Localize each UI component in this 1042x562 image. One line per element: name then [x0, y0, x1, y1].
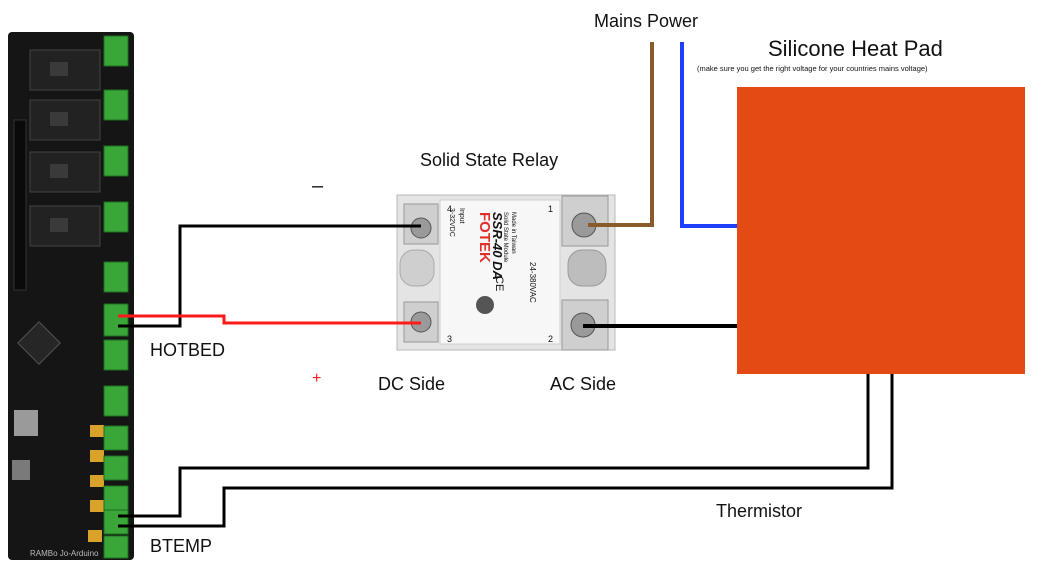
screw-terminal [103, 201, 129, 233]
screw-terminal [103, 425, 129, 451]
board-header-strip [13, 119, 27, 291]
mains-wire-blue [680, 42, 737, 228]
dc-plus-sign: + [312, 370, 321, 387]
relay-model: SSR-40 DA [490, 212, 505, 280]
driver-chip [50, 218, 68, 232]
btemp-label: BTEMP [150, 536, 212, 556]
driver-chip [50, 62, 68, 76]
screw-terminal [103, 89, 129, 121]
silicone-heat-pad [737, 87, 1025, 374]
usb-port [12, 460, 30, 480]
dc-wire-positive [118, 314, 421, 325]
screw-terminal [103, 485, 129, 511]
screw-terminal [103, 35, 129, 67]
relay-mount-slot [399, 249, 435, 287]
heat-pad-note: (make sure you get the right voltage for… [697, 64, 928, 73]
dc-minus-sign: – [312, 175, 324, 197]
relay-label-panel [439, 199, 561, 345]
stepper-drivers [29, 49, 101, 247]
relay-pin-3: 3 [447, 334, 452, 344]
relay-pin-1: 1 [548, 204, 553, 214]
relay-indicator-led [476, 296, 494, 314]
screw-terminal [103, 455, 129, 481]
screw-terminal [103, 145, 129, 177]
relay-ce-mark: CE [493, 276, 505, 291]
btemp-terminal [103, 509, 129, 535]
screw-terminal [103, 535, 129, 559]
relay-label-text: FOTEK SSR-40 DA Solid State Module Made … [448, 208, 537, 303]
driver-chip [50, 164, 68, 178]
relay-pin-4: 4 [447, 204, 452, 214]
capacitor [90, 450, 104, 462]
ac-side-label: AC Side [550, 374, 616, 394]
screw-terminal [103, 261, 129, 293]
screw-terminal [103, 385, 129, 417]
capacitor [88, 530, 102, 542]
relay-pin-2: 2 [548, 334, 553, 344]
relay-subtitle-2: Made in Taiwan [510, 212, 516, 254]
relay-input-range: 3-32VDC [448, 208, 455, 237]
sd-card-slot [14, 410, 38, 436]
solid-state-relay: 4 3 1 2 FOTEK SSR-40 DA Solid State Modu… [396, 194, 616, 351]
hotbed-label: HOTBED [150, 340, 225, 360]
relay-title: Solid State Relay [420, 150, 558, 170]
screw-icon [410, 217, 432, 239]
thermistor-label: Thermistor [716, 501, 802, 521]
stepper-driver [29, 99, 101, 141]
driver-chip [50, 112, 68, 126]
screw-terminal [103, 339, 129, 371]
relay-mount-slot [567, 249, 607, 287]
dc-side-label: DC Side [378, 374, 445, 394]
dc-wire-negative [118, 224, 421, 328]
capacitors [88, 425, 104, 542]
controller-board: RAMBo Jo-Arduino [8, 32, 134, 560]
capacitor [90, 425, 104, 437]
screw-terminals [103, 35, 129, 559]
relay-brand: FOTEK [476, 212, 493, 263]
mains-power-label: Mains Power [594, 11, 698, 31]
board-silkscreen: RAMBo Jo-Arduino [30, 549, 99, 558]
heat-pad-title: Silicone Heat Pad [768, 36, 943, 61]
mains-wire-brown [588, 42, 654, 227]
thermistor-wire [118, 374, 894, 528]
microcontroller-chip [17, 321, 61, 365]
hotbed-terminal [103, 303, 129, 337]
relay-output-range: 24-380VAC [528, 262, 537, 303]
relay-subtitle-1: Solid State Module [502, 212, 508, 263]
capacitor [90, 475, 104, 487]
thermistor-wire [118, 374, 870, 518]
relay-input-tag: Input [458, 208, 465, 224]
capacitor [90, 500, 104, 512]
